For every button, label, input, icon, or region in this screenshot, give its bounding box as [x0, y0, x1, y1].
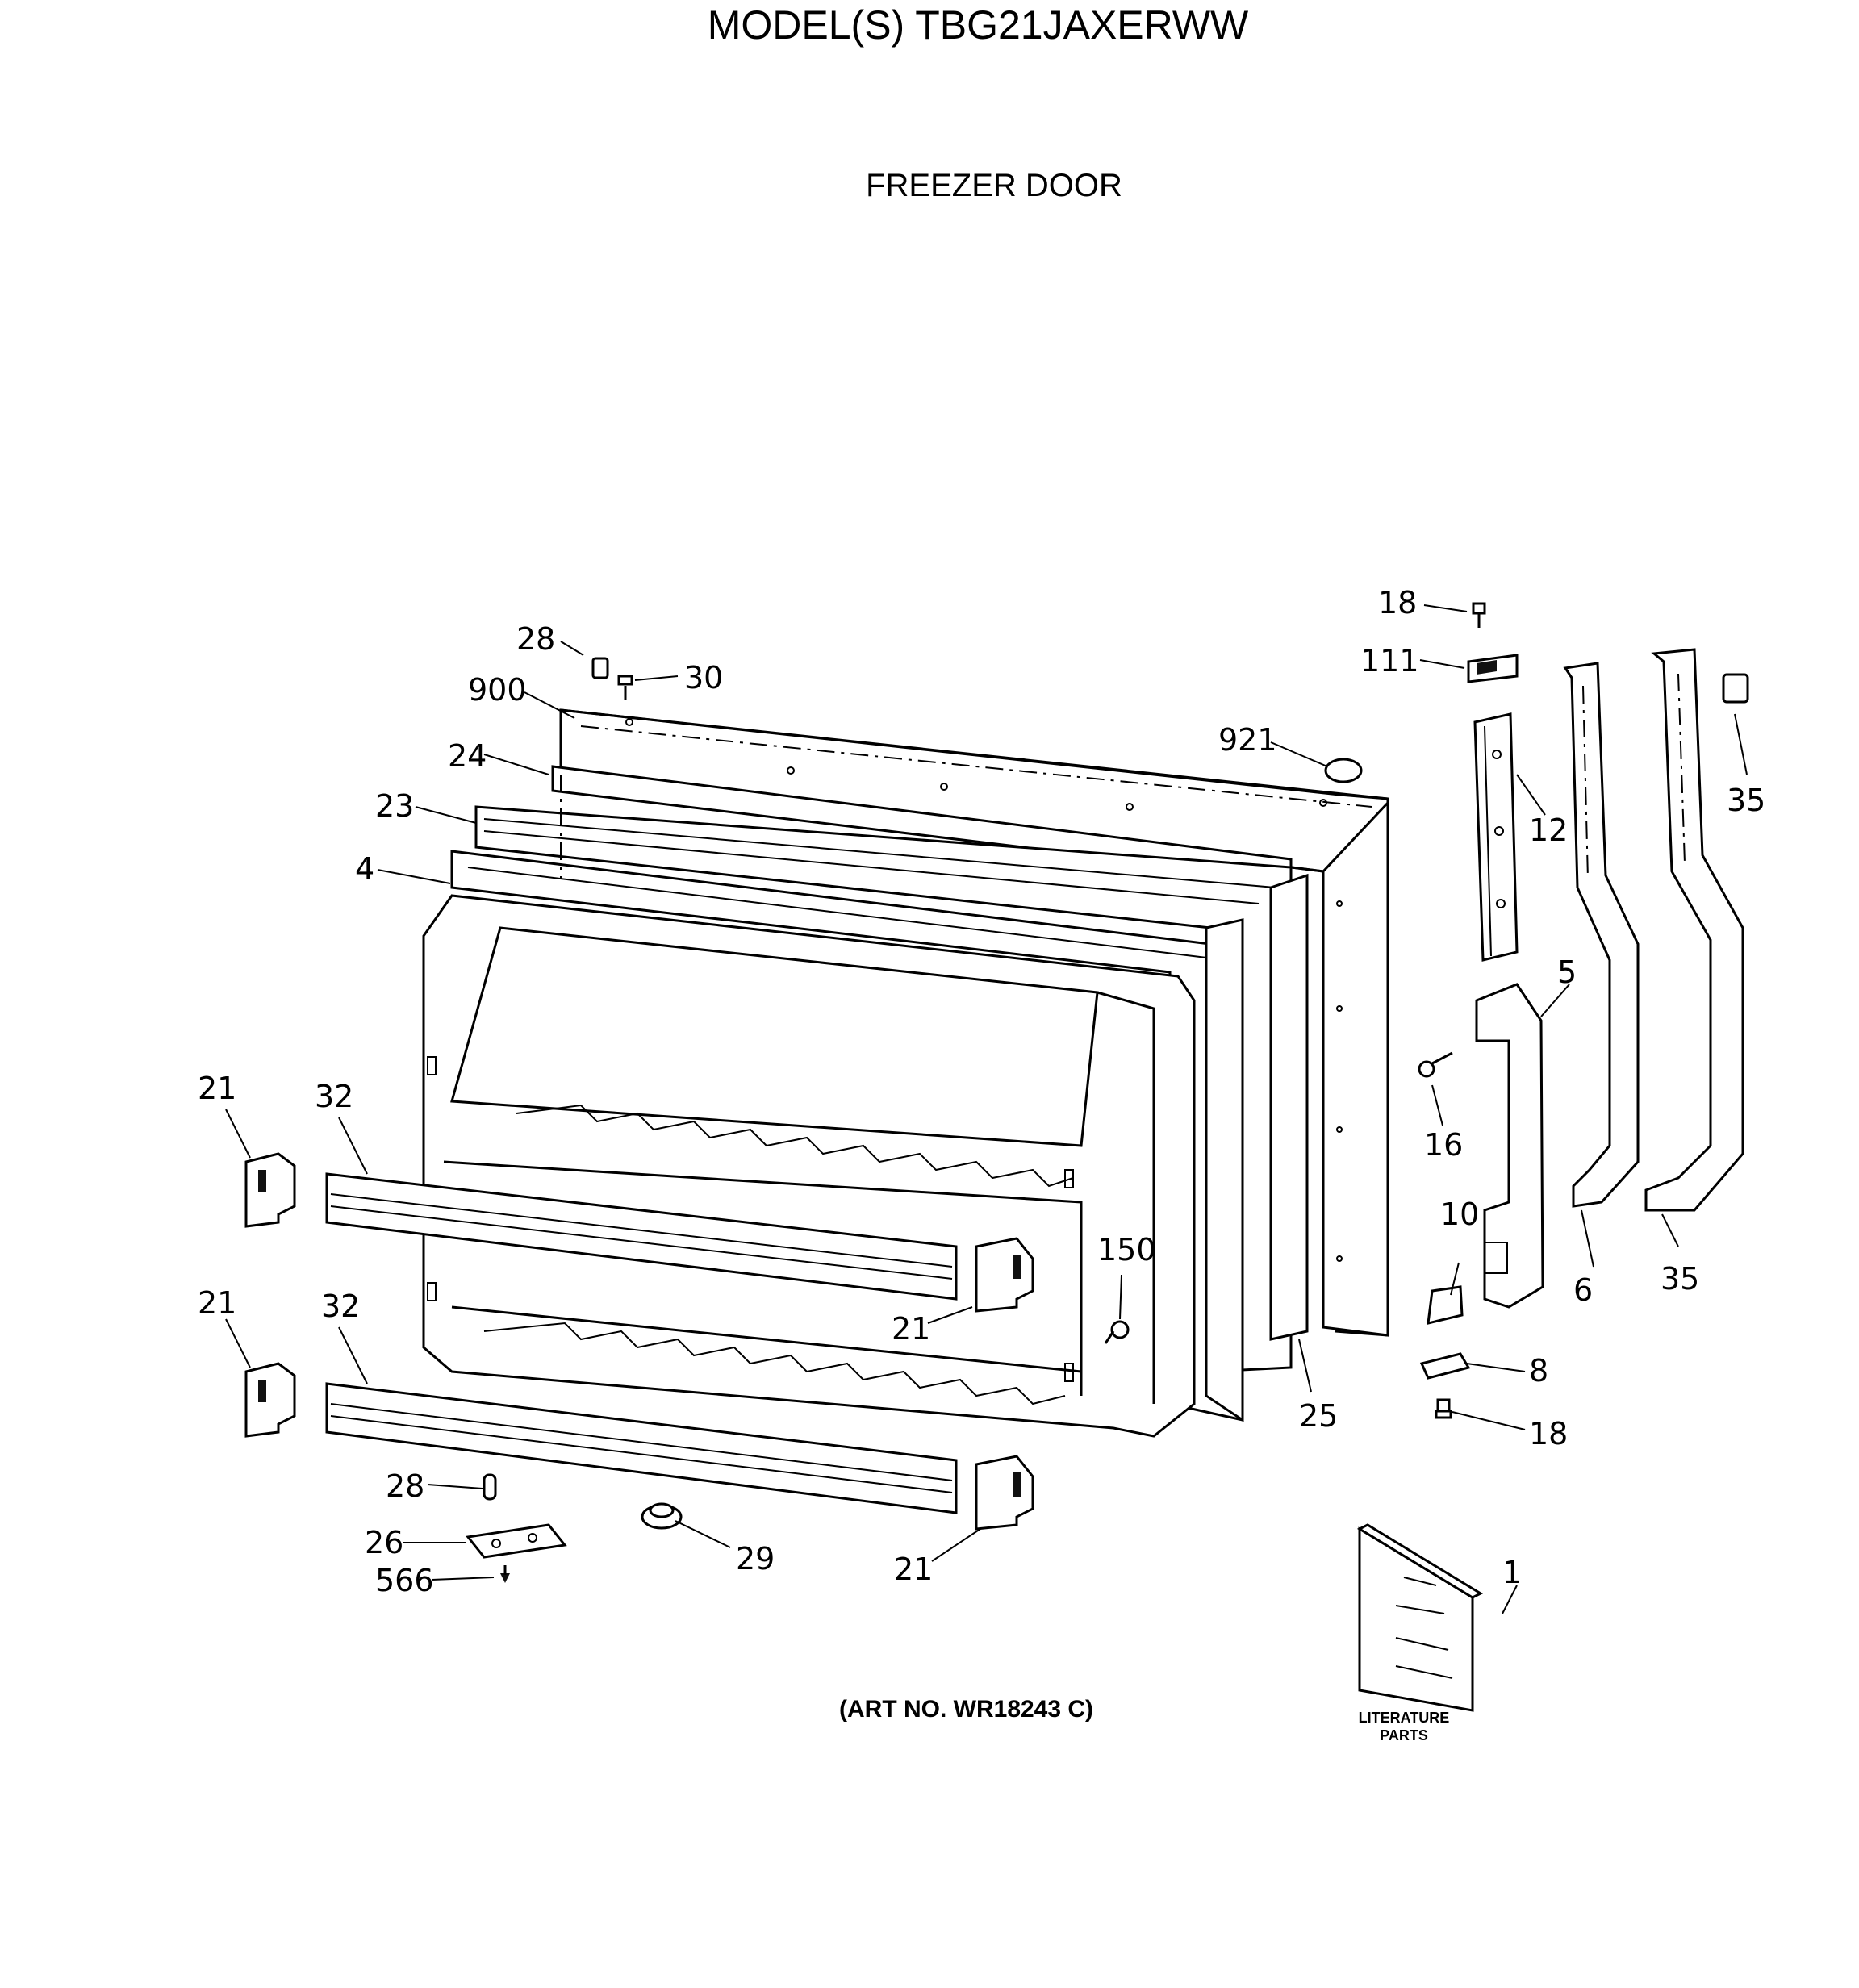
callout-28-bottom: 28 [386, 1468, 424, 1504]
callout-1: 1 [1502, 1555, 1522, 1590]
bracket-8 [1419, 1352, 1471, 1380]
screw-18-bottom [1435, 1398, 1452, 1419]
callout-35-top: 35 [1727, 783, 1765, 818]
callout-921: 921 [1218, 722, 1277, 758]
handle-bar-35 [1644, 648, 1744, 1212]
callout-21-right-upper: 21 [892, 1311, 930, 1347]
callout-29: 29 [736, 1541, 775, 1577]
callout-21-right-lower: 21 [894, 1552, 933, 1587]
pin-28-bottom [483, 1473, 497, 1501]
handle-5 [1475, 983, 1544, 1309]
handle-bar-6 [1563, 662, 1640, 1208]
callout-24: 24 [448, 738, 487, 774]
screw-150 [1104, 1320, 1130, 1344]
screw-16 [1418, 1051, 1453, 1078]
callout-26: 26 [365, 1525, 403, 1560]
callout-28-top: 28 [516, 621, 555, 657]
hinge-cover-111 [1467, 654, 1519, 683]
leader-lines [225, 604, 1748, 1614]
callout-23: 23 [375, 788, 414, 824]
callout-111: 111 [1360, 643, 1419, 679]
callout-21-left-upper: 21 [198, 1071, 236, 1106]
model-title: MODEL(S) TBG21JAXERWW [707, 2, 1249, 48]
shelf-bracket-left-lower [244, 1362, 296, 1438]
literature-book-1 [1356, 1523, 1484, 1712]
shelf-bar-upper [325, 1172, 958, 1301]
screw-30 [617, 674, 633, 700]
callout-32-lower: 32 [321, 1288, 360, 1324]
art-number: (ART NO. WR18243 C) [839, 1696, 1094, 1723]
callout-16: 16 [1424, 1127, 1463, 1163]
callout-4: 4 [355, 851, 374, 887]
shelf-bar-lower [325, 1382, 958, 1514]
inner-door-liner [422, 894, 1196, 1438]
callout-35-bottom: 35 [1661, 1261, 1699, 1297]
literature-label-line1: LITERATURE [1358, 1710, 1450, 1726]
callout-25: 25 [1299, 1398, 1338, 1434]
screw-28-top [591, 657, 609, 679]
callout-18-top: 18 [1378, 585, 1417, 620]
shelf-bracket-right-upper [975, 1237, 1034, 1313]
callout-5: 5 [1557, 954, 1577, 990]
plug-921 [1324, 758, 1363, 783]
bushing-29 [641, 1502, 683, 1530]
callout-566: 566 [375, 1563, 434, 1598]
callout-6: 6 [1573, 1272, 1593, 1308]
callout-21-left-lower: 21 [198, 1285, 236, 1321]
callout-18-bottom: 18 [1529, 1416, 1568, 1451]
literature-label-line2: PARTS [1380, 1727, 1428, 1744]
callout-10: 10 [1440, 1197, 1479, 1232]
screw-566 [500, 1565, 510, 1583]
hinge-plate-26 [466, 1523, 567, 1559]
handle-trim-12 [1473, 712, 1519, 962]
callout-32-upper: 32 [315, 1079, 353, 1114]
gasket-frames [450, 765, 1309, 1422]
callout-8: 8 [1529, 1353, 1548, 1389]
end-cap-35 [1722, 673, 1749, 704]
callout-12: 12 [1529, 812, 1568, 848]
callout-30: 30 [684, 660, 723, 695]
screw-18-top [1472, 602, 1486, 628]
shelf-bracket-right-lower [975, 1455, 1034, 1531]
clip-10 [1427, 1285, 1464, 1325]
section-title: FREEZER DOOR [866, 168, 1122, 203]
callout-150: 150 [1097, 1232, 1156, 1268]
callout-900: 900 [468, 672, 527, 708]
shelf-bracket-left-upper [244, 1152, 296, 1228]
